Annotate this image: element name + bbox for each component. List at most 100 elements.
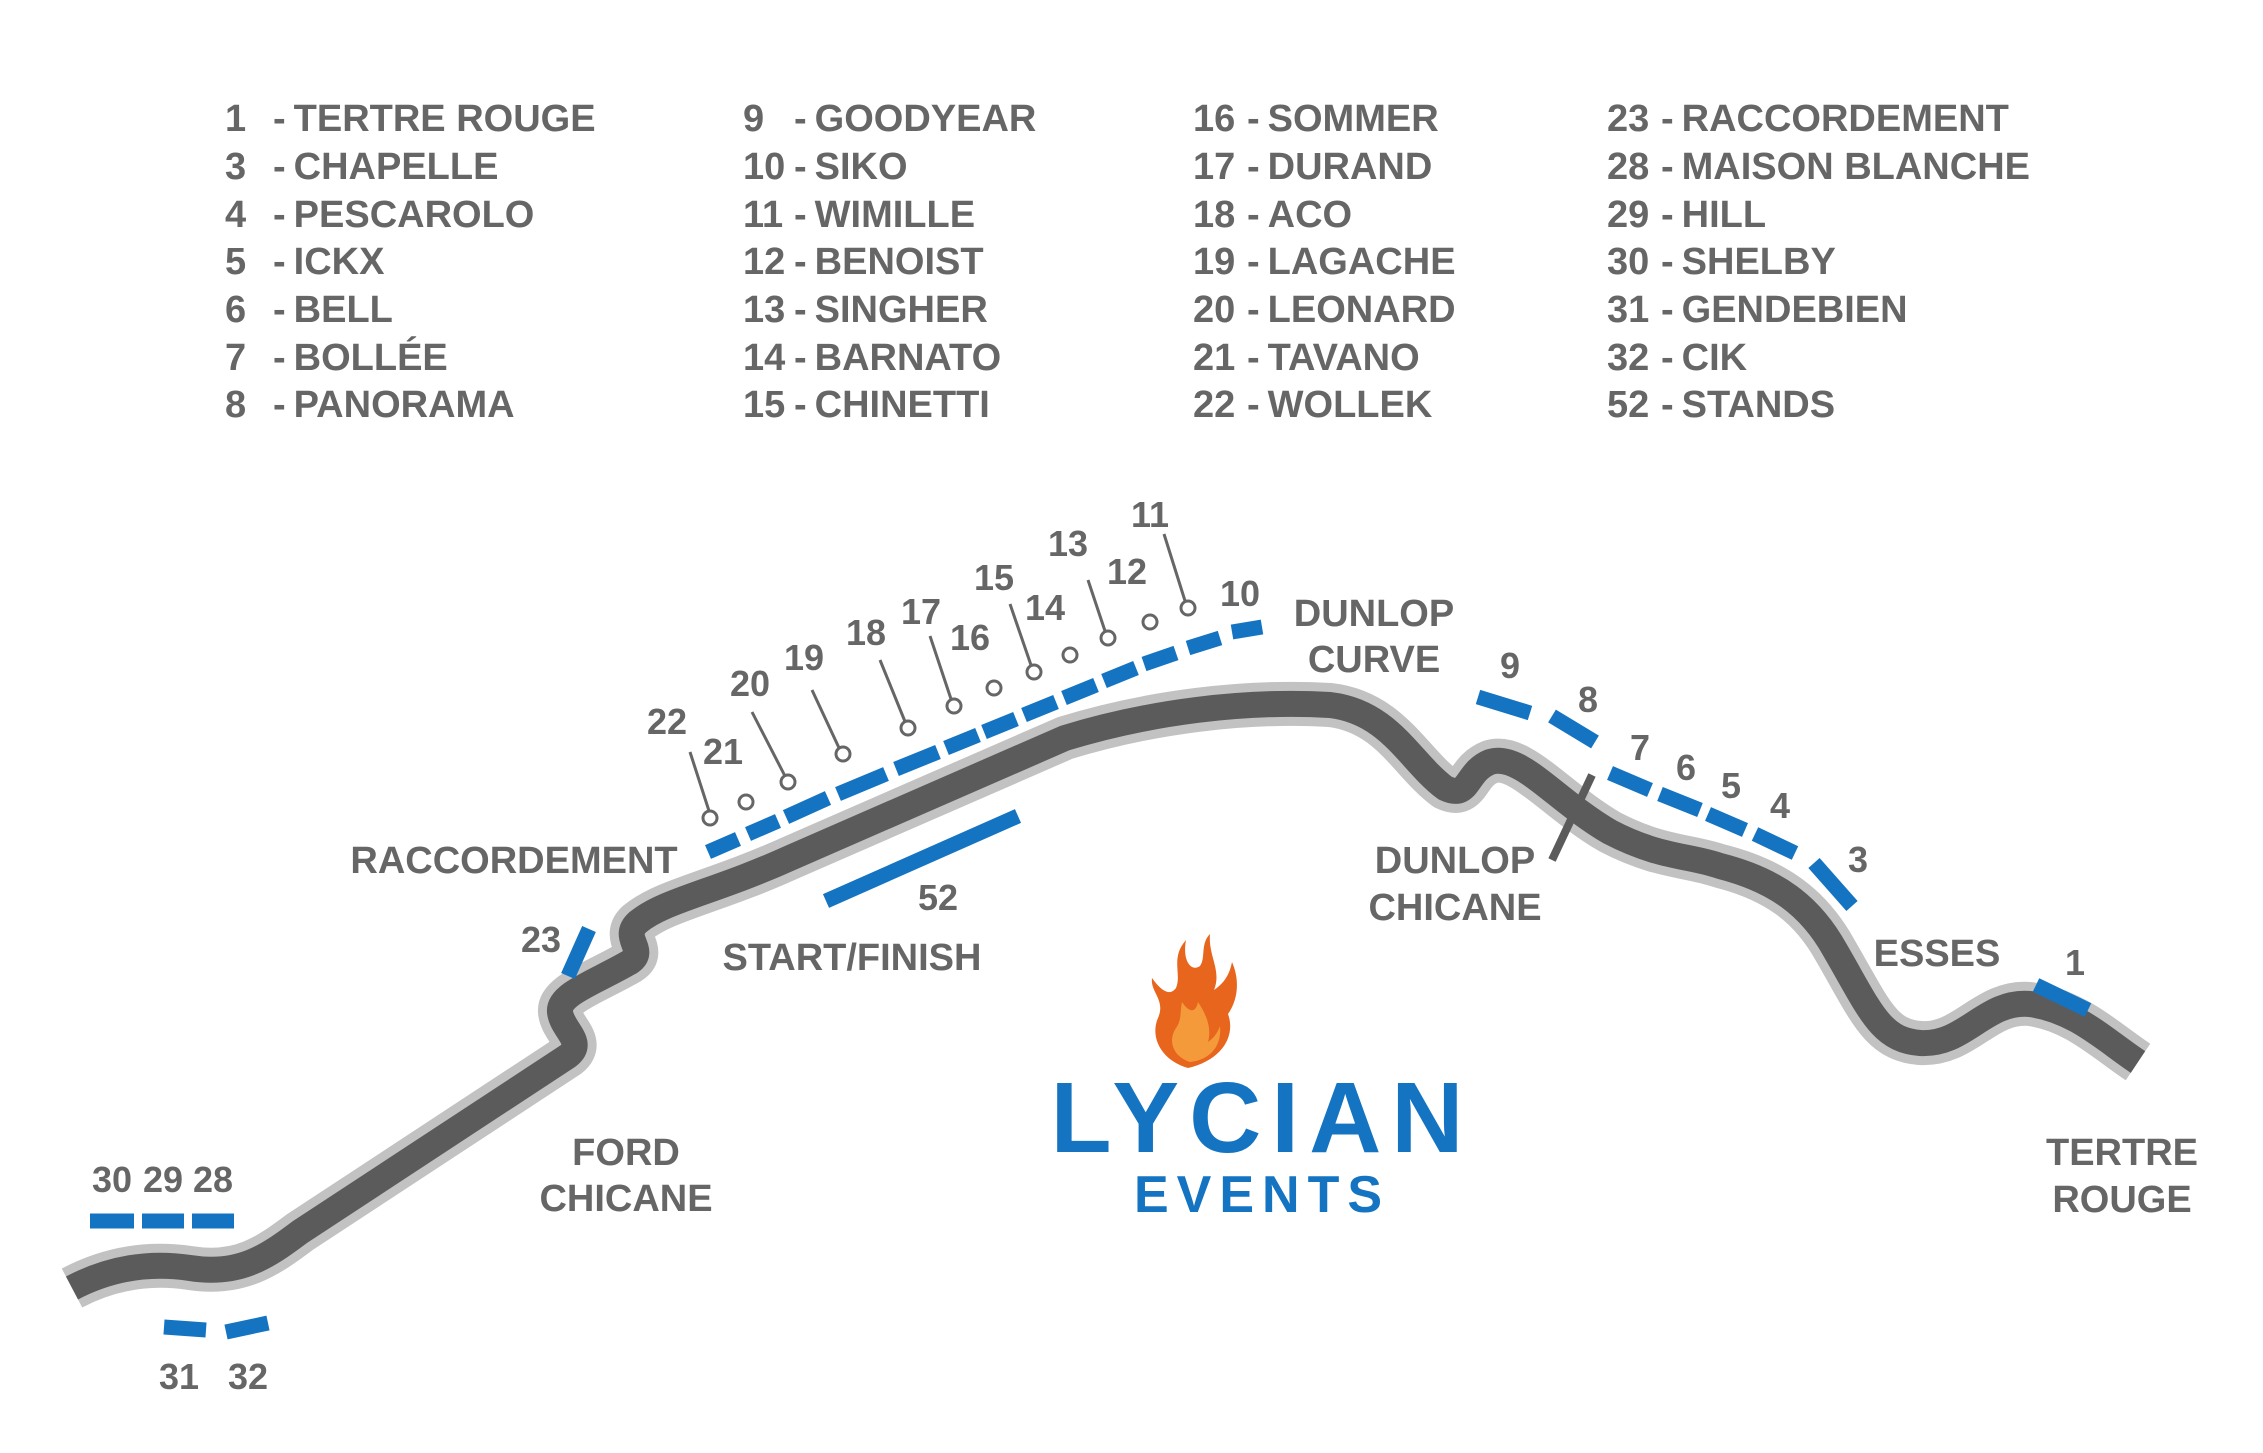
grandstands	[90, 619, 2092, 1340]
marker-28: 28	[193, 1159, 233, 1200]
legend-number: 17	[1193, 146, 1236, 189]
legend-name: CHINETTI	[814, 384, 990, 427]
legend-name: BOLLÉE	[293, 336, 448, 379]
marker-30: 30	[92, 1159, 132, 1200]
legend-row: 16-SOMMER	[1193, 96, 1456, 144]
leader-21	[737, 793, 755, 811]
label-raccordement: RACCORDEMENT	[350, 840, 677, 882]
leader-12	[1141, 613, 1159, 631]
legend-separator: -	[1661, 193, 1674, 236]
grandstand-8	[1548, 709, 1599, 749]
marker-8: 8	[1578, 679, 1598, 720]
legend-name: TAVANO	[1267, 336, 1420, 379]
marker-12: 12	[1107, 551, 1147, 592]
flame-icon	[1151, 934, 1237, 1068]
legend-name: PESCAROLO	[293, 193, 535, 236]
label-tertre-rouge-line2: ROUGE	[2052, 1179, 2191, 1221]
legend-name: CIK	[1681, 336, 1748, 379]
legend-number: 1	[225, 98, 247, 141]
legend-name: SHELBY	[1681, 241, 1836, 284]
legend-separator: -	[273, 241, 286, 284]
legend-number: 4	[225, 193, 247, 236]
legend-row: 15-CHINETTI	[743, 382, 1036, 430]
grandstand-4	[1751, 827, 1799, 860]
legend-name: WIMILLE	[814, 193, 976, 236]
legend-separator: -	[1661, 336, 1674, 379]
marker-17: 17	[901, 591, 941, 632]
legend-row: 31-GENDEBIEN	[1607, 287, 2030, 335]
grandstand-16	[981, 712, 1019, 739]
legend-separator: -	[1661, 98, 1674, 141]
legend-separator: -	[273, 336, 286, 379]
legend-separator: -	[794, 241, 807, 284]
leader-18	[878, 659, 917, 737]
marker-7: 7	[1630, 727, 1650, 768]
marker-32: 32	[228, 1356, 268, 1397]
legend-separator: -	[1661, 146, 1674, 189]
leader-17	[928, 635, 963, 715]
legend-number: 28	[1607, 146, 1650, 189]
legend-separator: -	[794, 146, 807, 189]
legend-row: 8-PANORAMA	[225, 382, 596, 430]
legend-separator: -	[794, 336, 807, 379]
grandstand-11	[1185, 630, 1223, 656]
leader-11	[1162, 533, 1197, 617]
label-tertre-rouge-line1: TERTRE	[2046, 1132, 2198, 1174]
leader-19	[810, 689, 852, 763]
grandstand-6	[1657, 787, 1703, 817]
label-ford-chicane-line2: CHICANE	[539, 1178, 712, 1220]
legend-separator: -	[273, 146, 286, 189]
legend-name: MAISON BLANCHE	[1681, 146, 2030, 189]
legend-number: 22	[1193, 384, 1236, 427]
legend-separator: -	[794, 289, 807, 332]
label-dunlop-curve-line2: CURVE	[1308, 639, 1440, 681]
marker-labels: 11 13 12 10 15 14 17 16 18 19 20 22 21 9…	[92, 494, 2085, 1397]
legend-number: 10	[743, 146, 786, 189]
legend-number: 52	[1607, 384, 1650, 427]
grandstand-9	[1475, 689, 1533, 721]
legend-separator: -	[1247, 98, 1260, 141]
legend-name: GOODYEAR	[814, 98, 1037, 141]
legend-name: SOMMER	[1267, 98, 1439, 141]
legend-name: LEONARD	[1267, 289, 1456, 332]
legend-name: BELL	[293, 289, 393, 332]
marker-29: 29	[143, 1159, 183, 1200]
legend-row: 7-BOLLÉE	[225, 334, 596, 382]
race-track	[61, 681, 2151, 1308]
grandstand-7	[1607, 766, 1653, 797]
legend-number: 5	[225, 241, 247, 284]
legend-number: 7	[225, 336, 247, 379]
legend-number: 15	[743, 384, 786, 427]
legend-name: GENDEBIEN	[1681, 289, 1908, 332]
marker-11: 11	[1131, 494, 1169, 535]
legend-separator: -	[1247, 384, 1260, 427]
legend-row: 10-SIKO	[743, 144, 1036, 192]
marker-9: 9	[1500, 645, 1520, 686]
legend-row: 32-CIK	[1607, 334, 2030, 382]
legend-name: DURAND	[1267, 146, 1433, 189]
legend-number: 21	[1193, 336, 1236, 379]
legend-separator: -	[1661, 241, 1674, 284]
legend-separator: -	[794, 384, 807, 427]
legend-name: CHAPELLE	[293, 146, 499, 189]
marker-14: 14	[1025, 587, 1065, 628]
legend-name: LAGACHE	[1267, 241, 1456, 284]
legend-row: 9-GOODYEAR	[743, 96, 1036, 144]
grandstand-52	[822, 809, 1022, 908]
legend-row: 1-TERTRE ROUGE	[225, 96, 596, 144]
label-dunlop-chicane-line1: DUNLOP	[1375, 840, 1535, 882]
grandstand-19	[835, 767, 889, 801]
legend-name: SIKO	[814, 146, 908, 189]
label-dunlop-chicane-line2: CHICANE	[1368, 887, 1541, 929]
legend-number: 14	[743, 336, 786, 379]
leader-22	[688, 751, 719, 827]
leader-15	[1008, 603, 1043, 681]
brand-tagline: EVENTS	[1134, 1166, 1390, 1224]
marker-23: 23	[521, 919, 561, 960]
grandstand-13	[1101, 661, 1139, 688]
legend-number: 18	[1193, 193, 1236, 236]
